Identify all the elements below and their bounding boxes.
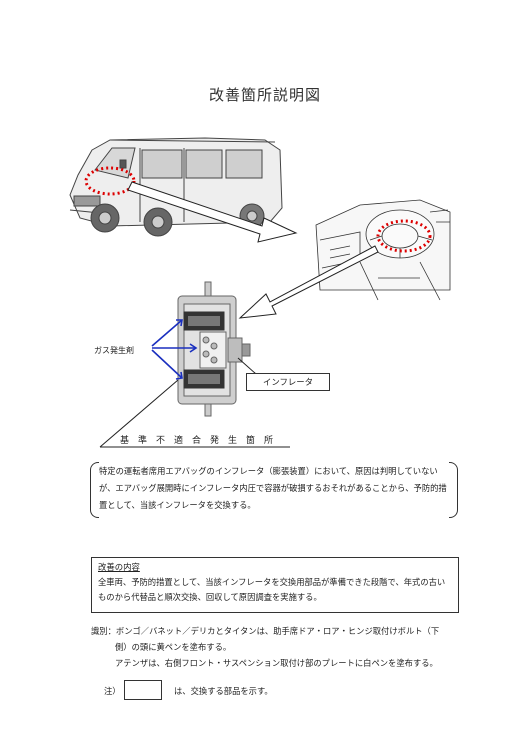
note-text: は、交換する部品を示す。 <box>174 686 273 696</box>
steering-wheel-illustration <box>315 199 451 301</box>
page-title: 改善箇所説明図 <box>208 86 321 104</box>
label-inflator: インフレータ <box>246 373 330 391</box>
inflator-leader <box>237 357 257 375</box>
label-gas-generator: ガス発生剤 <box>94 346 134 355</box>
fix-box: 改善の内容 全車両、予防的措置として、当該インフレータを交換用部品が準備できた段… <box>91 557 459 613</box>
arrow-van-to-steering <box>127 181 298 243</box>
note-prefix: 注） <box>104 686 121 696</box>
defect-description: 特定の運転者席用エアバッグのインフレータ（膨張装置）において、原因は判明していな… <box>99 466 447 510</box>
highlight-steering <box>376 219 432 253</box>
defect-description-box: 特定の運転者席用エアバッグのインフレータ（膨張装置）において、原因は判明していな… <box>90 462 458 518</box>
note-legend-box <box>124 680 162 700</box>
bracket-right <box>449 462 458 518</box>
inflator-cross-section <box>177 281 251 417</box>
diagram-illustration <box>69 137 451 448</box>
fix-heading: 改善の内容 <box>98 562 140 572</box>
gas-generant-arrows <box>151 319 198 380</box>
defect-leader <box>99 379 179 448</box>
highlight-van <box>84 166 136 196</box>
van-illustration <box>69 137 283 237</box>
identification-line-3: アテンザは、右側フロント・サスペンション取付け部のプレートに白ペンを塗布する。 <box>115 658 438 668</box>
fix-body: 全車両、予防的措置として、当該インフレータを交換用部品が準備できた段階で、年式の… <box>98 577 446 602</box>
identification-line-1: 識別：ボンゴ／バネット／デリカとタイタンは、助手席ドア・ロア・ヒンジ取付けボルト… <box>91 626 440 636</box>
identification-line-2: 側）の頭に黄ペンを塗布する。 <box>115 642 232 652</box>
label-defect-location: 基準不適合発生箇所 <box>120 436 283 446</box>
identification-text: 識別：ボンゴ／バネット／デリカとタイタンは、助手席ドア・ロア・ヒンジ取付けボルト… <box>91 623 471 671</box>
arrow-steering-to-inflator <box>238 245 379 319</box>
bracket-left <box>90 462 99 518</box>
